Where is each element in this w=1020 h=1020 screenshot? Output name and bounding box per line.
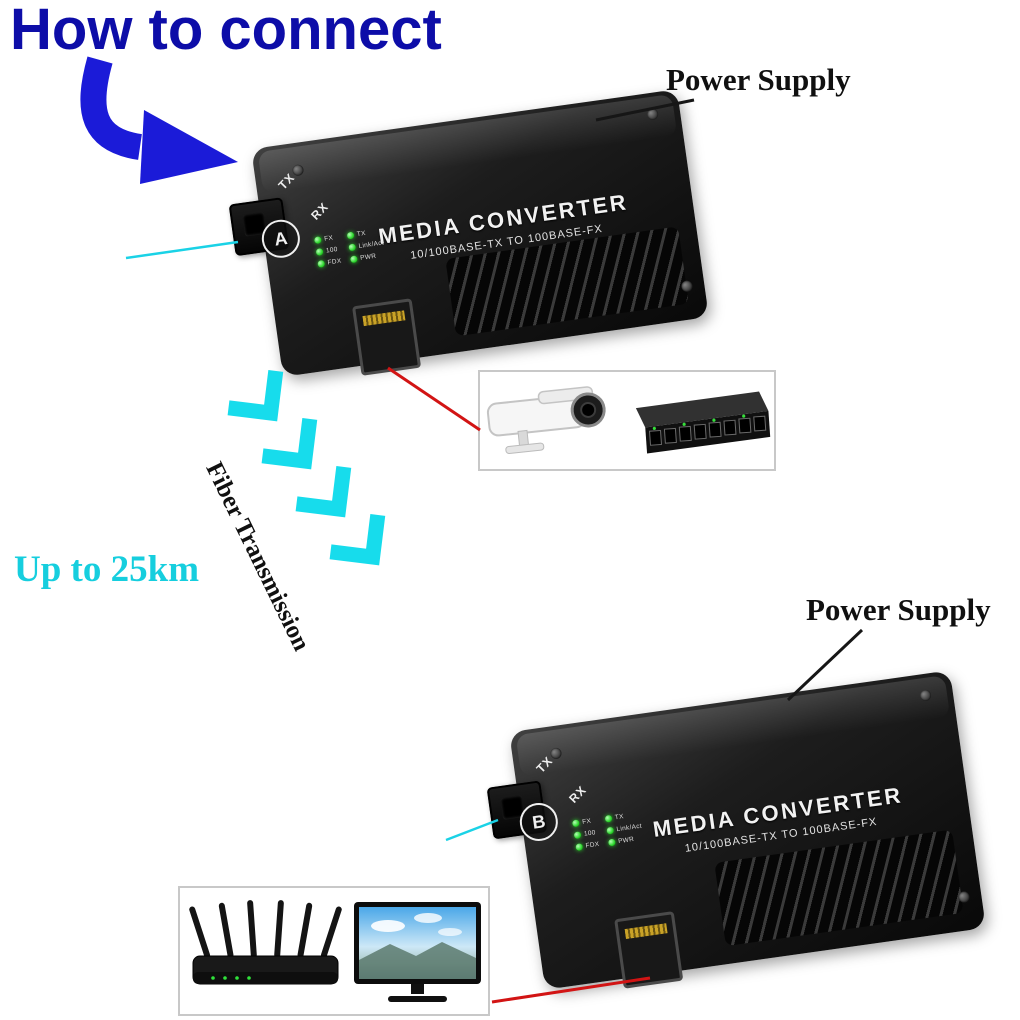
cctv-camera-icon bbox=[486, 386, 606, 454]
rj45-pins-icon bbox=[362, 310, 406, 327]
led-dot-icon bbox=[604, 814, 613, 823]
ethernet-switch-icon bbox=[635, 391, 771, 453]
screw-icon bbox=[291, 164, 305, 177]
screw-icon bbox=[919, 689, 932, 702]
fiber-line-b bbox=[445, 818, 499, 842]
led-dot-icon bbox=[573, 831, 582, 840]
rj45-pins-icon bbox=[624, 923, 668, 939]
led-indicator: FDX bbox=[317, 258, 342, 268]
converter-chassis: MEDIA CONVERTER 10/100BASE-TX TO 100BASE… bbox=[486, 670, 986, 990]
led-dot-icon bbox=[607, 838, 616, 847]
screw-icon bbox=[957, 890, 971, 904]
led-indicator: 100 bbox=[315, 246, 341, 256]
converter-chassis: MEDIA CONVERTER 10/100BASE-TX TO 100BASE… bbox=[228, 89, 709, 377]
led-label: Link/Act bbox=[616, 822, 643, 834]
fiber-line-a bbox=[125, 240, 239, 260]
media-converter-a: MEDIA CONVERTER 10/100BASE-TX TO 100BASE… bbox=[228, 89, 709, 377]
screw-icon bbox=[680, 280, 694, 293]
distance-label: Up to 25km bbox=[14, 549, 200, 590]
fiber-transmission-label: Fiber Transmission bbox=[200, 457, 316, 656]
led-label: FDX bbox=[327, 257, 342, 267]
led-dot-icon bbox=[606, 826, 615, 835]
led-dot-icon bbox=[575, 843, 584, 852]
led-dot-icon bbox=[315, 248, 324, 256]
led-dot-icon bbox=[317, 259, 326, 268]
led-label: TX bbox=[356, 229, 367, 239]
led-dot-icon bbox=[313, 236, 322, 245]
ethernet-cable-line-top bbox=[387, 366, 481, 432]
blue-curved-arrow-icon bbox=[80, 56, 238, 184]
rx-port-label: RX bbox=[308, 199, 332, 223]
led-label: 100 bbox=[583, 829, 597, 838]
led-label: FX bbox=[323, 234, 334, 243]
led-indicator: 100 bbox=[573, 829, 599, 840]
led-dot-icon bbox=[349, 255, 358, 264]
lan-devices-photo-top bbox=[478, 370, 776, 471]
rx-port-label: RX bbox=[566, 782, 590, 806]
power-supply-label-bottom: Power Supply bbox=[806, 592, 991, 627]
lan-devices-photo-bottom bbox=[178, 886, 490, 1016]
tv-monitor-icon bbox=[354, 902, 482, 1002]
led-label: 100 bbox=[325, 246, 339, 255]
led-indicator: FDX bbox=[575, 840, 600, 852]
led-dot-icon bbox=[571, 819, 580, 828]
led-indicator: Link/Act bbox=[606, 823, 642, 835]
rj45-port bbox=[614, 911, 684, 989]
led-label: FX bbox=[581, 817, 592, 826]
page-title: How to connect bbox=[10, 0, 442, 62]
power-supply-label-top: Power Supply bbox=[666, 62, 851, 97]
led-label: TX bbox=[614, 813, 625, 822]
screw-icon bbox=[549, 747, 563, 760]
screw-icon bbox=[646, 108, 659, 121]
led-indicator: TX bbox=[346, 228, 383, 240]
wifi-router-icon bbox=[188, 900, 342, 985]
led-dot-icon bbox=[346, 231, 355, 240]
led-label: Link/Act bbox=[358, 239, 385, 250]
rj45-port bbox=[351, 298, 422, 376]
led-indicator: FX bbox=[571, 817, 597, 828]
led-indicator: Link/Act bbox=[348, 240, 384, 252]
led-indicator: FX bbox=[313, 234, 339, 245]
led-label: FDX bbox=[585, 840, 600, 850]
led-dot-icon bbox=[348, 243, 357, 252]
vent-grille bbox=[714, 829, 964, 947]
led-indicator: TX bbox=[604, 811, 641, 823]
media-converter-b: MEDIA CONVERTER 10/100BASE-TX TO 100BASE… bbox=[486, 670, 986, 990]
